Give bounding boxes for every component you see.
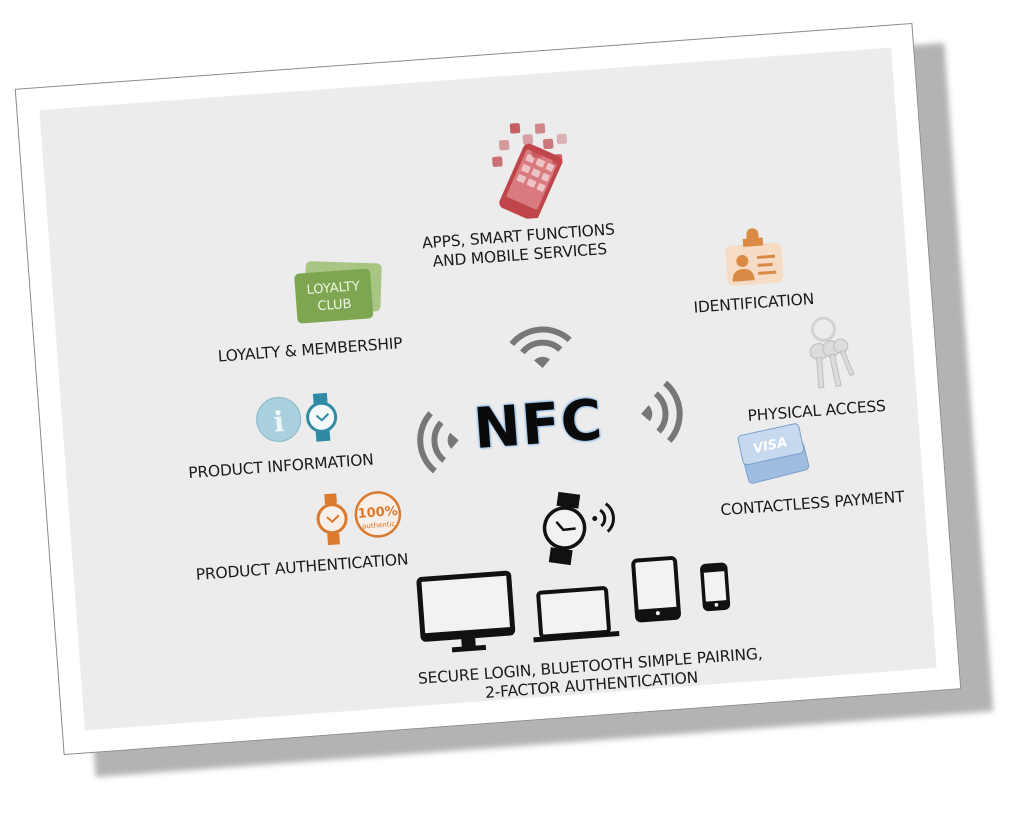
label-identification: IDENTIFICATION [692, 289, 815, 317]
keys-icon [809, 316, 855, 389]
label-loyalty: LOYALTY & MEMBERSHIP [217, 334, 403, 366]
info-letter: i [272, 405, 285, 439]
signal-left-icon [417, 411, 459, 474]
label-product-authentication: PRODUCT AUTHENTICATION [195, 550, 409, 584]
loyalty-card-text-2: CLUB [317, 297, 352, 314]
nfc-title: NFC [471, 387, 606, 463]
signal-right-icon [641, 380, 683, 443]
wifi-signal-top-icon [509, 326, 572, 368]
seal-authentic: authentic [362, 520, 396, 530]
laptop-icon [533, 586, 620, 643]
label-contactless-payment: CONTACTLESS PAYMENT [719, 487, 905, 520]
authentic-seal-icon: 100% authentic [316, 491, 402, 546]
info-watch-icon: i [256, 392, 338, 442]
desktop-monitor-icon [416, 570, 516, 653]
label-physical-access: PHYSICAL ACCESS [747, 396, 887, 426]
smartphone-icon [700, 562, 731, 612]
credit-card-icon: VISA [737, 423, 810, 484]
seal-percent: 100% [357, 504, 398, 522]
diagram-canvas: APPS, SMART FUNCTIONS AND MOBILE SERVICE… [39, 47, 937, 731]
visa-logo: VISA [752, 435, 789, 457]
tablet-icon [631, 556, 681, 623]
smartwatch-signal-icon [542, 491, 615, 566]
loyalty-card-text-1: LOYALTY [306, 279, 360, 298]
label-apps: APPS, SMART FUNCTIONS AND MOBILE SERVICE… [421, 220, 616, 271]
smartphone-apps-icon [492, 123, 568, 221]
id-badge-icon [725, 228, 784, 286]
nfc-diagram-card: APPS, SMART FUNCTIONS AND MOBILE SERVICE… [14, 22, 962, 756]
label-product-information: PRODUCT INFORMATION [187, 450, 375, 483]
loyalty-card-icon: LOYALTY CLUB [294, 261, 382, 324]
